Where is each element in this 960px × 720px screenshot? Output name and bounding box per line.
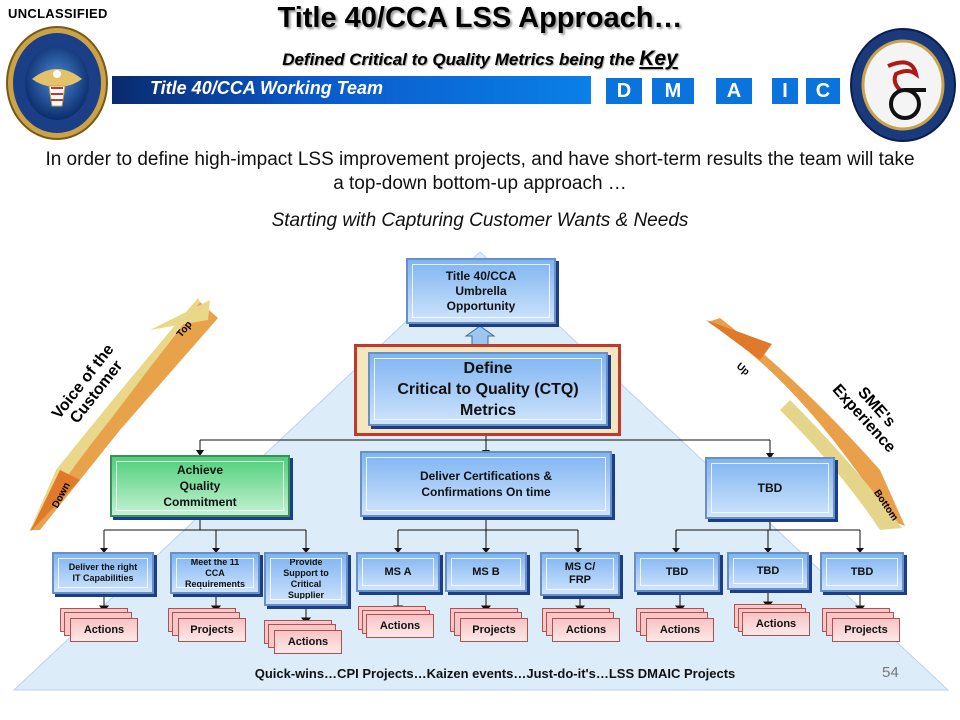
meet-cca-requirements-label: Meet the 11 CCA Requirements	[184, 556, 246, 589]
phase-improve: I	[772, 78, 798, 104]
level3-tbd-box-3: TBD	[820, 552, 904, 592]
define-ctq-line2: Critical to Quality (CTQ)	[397, 380, 579, 398]
projects-card-1: Projects	[178, 618, 246, 642]
define-ctq-line3: Metrics	[459, 401, 517, 419]
lean-six-sigma-seal-logo	[850, 28, 956, 142]
team-banner: Title 40/CCA Working Team	[112, 76, 591, 104]
ms-b-box: MS B	[445, 552, 527, 592]
actions-stack-5: Actions	[636, 608, 716, 642]
phase-define: D	[606, 78, 642, 104]
projects-stack-3: Projects	[822, 608, 902, 642]
level3-tbd-label-3: TBD	[850, 566, 874, 578]
dod-seal-logo	[6, 26, 108, 140]
subtitle-key-word: Key	[639, 47, 678, 70]
define-ctq-line1: Define	[463, 359, 513, 377]
projects-card-2: Projects	[460, 618, 528, 642]
level3-tbd-label-1: TBD	[665, 566, 689, 578]
team-banner-label: Title 40/CCA Working Team	[150, 78, 384, 98]
page-title: Title 40/CCA LSS Approach…	[277, 2, 683, 34]
level2-tbd-label: TBD	[757, 481, 783, 495]
ms-c-frp-box: MS C/ FRP	[540, 552, 620, 596]
umbrella-opportunity-label: Title 40/CCA Umbrella Opportunity	[445, 268, 517, 313]
umbrella-opportunity-box: Title 40/CCA Umbrella Opportunity	[406, 258, 556, 324]
achieve-quality-box: Achieve Quality Commitment	[110, 455, 290, 517]
define-ctq-box: Define Critical to Quality (CTQ) Metrics	[368, 352, 608, 426]
level2-tbd-box: TBD	[705, 457, 835, 519]
meet-cca-requirements-box: Meet the 11 CCA Requirements	[170, 552, 260, 594]
support-critical-supplier-label: Provide Support to Critical Supplier	[283, 557, 329, 600]
ms-a-label: MS A	[384, 566, 412, 578]
actions-card-5: Actions	[646, 618, 714, 642]
actions-card-3: Actions	[366, 614, 434, 638]
page-number: 54	[882, 664, 899, 681]
actions-stack-6: Actions	[734, 604, 814, 638]
projects-card-3: Projects	[832, 618, 900, 642]
phase-control: C	[806, 78, 840, 104]
projects-stack-1: Projects	[168, 608, 248, 642]
actions-card-4: Actions	[552, 618, 620, 642]
phase-analyze: A	[716, 78, 752, 104]
classification-label: UNCLASSIFIED	[8, 6, 108, 21]
ms-c-frp-label: MS C/ FRP	[564, 561, 596, 586]
achieve-quality-label: Achieve Quality Commitment	[163, 463, 237, 509]
level3-tbd-label-2: TBD	[756, 565, 780, 577]
level3-tbd-box-1: TBD	[634, 552, 720, 592]
support-critical-supplier-box: Provide Support to Critical Supplier	[264, 552, 348, 606]
deliver-it-capabilities-box: Deliver the right IT Capabilities	[52, 552, 154, 594]
actions-stack-3: Actions	[358, 606, 438, 640]
deliver-certifications-label: Deliver Certifications & Confirmations O…	[419, 469, 553, 499]
actions-stack-2: Actions	[264, 620, 344, 654]
page-subtitle: Defined Critical to Quality Metrics bein…	[0, 47, 960, 71]
actions-card-1: Actions	[70, 618, 138, 642]
actions-card-2: Actions	[274, 630, 342, 654]
actions-stack-4: Actions	[542, 608, 622, 642]
ms-b-label: MS B	[472, 566, 500, 578]
subtitle-text: Defined Critical to Quality Metrics bein…	[282, 50, 635, 69]
intro-statement: In order to define high-impact LSS impro…	[45, 149, 915, 194]
level3-tbd-box-2: TBD	[727, 552, 809, 590]
deliver-it-capabilities-label: Deliver the right IT Capabilities	[68, 562, 138, 583]
phase-measure: M	[652, 78, 694, 104]
sme-experience-arrow-head	[706, 320, 772, 360]
deliver-certifications-box: Deliver Certifications & Confirmations O…	[360, 451, 612, 517]
ms-a-box: MS A	[356, 552, 440, 592]
actions-card-6: Actions	[742, 612, 810, 636]
actions-stack-1: Actions	[60, 608, 138, 642]
projects-stack-2: Projects	[450, 608, 530, 642]
diagram-footer-caption: Quick-wins…CPI Projects…Kaizen events…Ju…	[254, 666, 736, 681]
intro-starting-line: Starting with Capturing Customer Wants &…	[271, 210, 689, 231]
